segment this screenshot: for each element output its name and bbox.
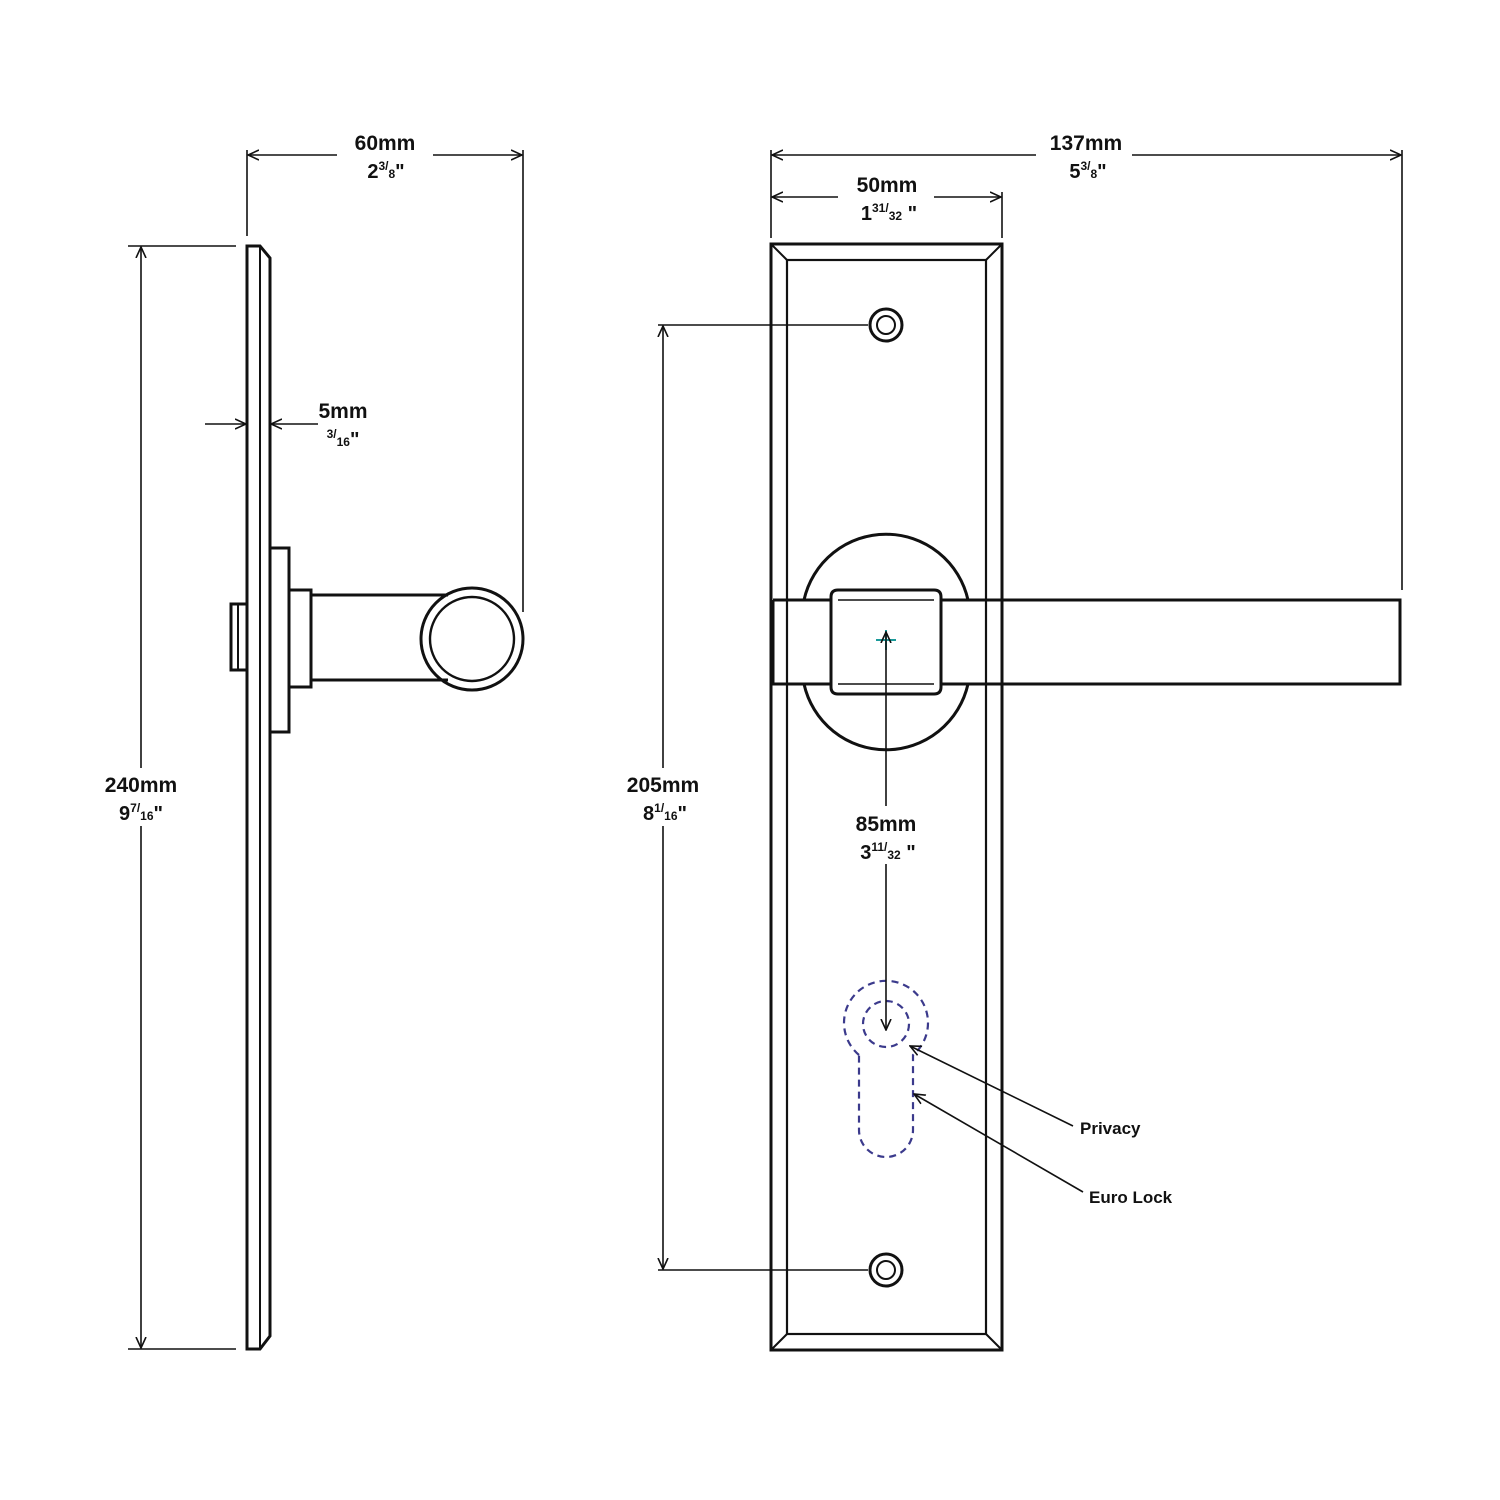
side-backplate xyxy=(245,244,272,1351)
dim-60mm-inch: 23/8" xyxy=(367,159,404,183)
privacy-outline xyxy=(861,999,911,1049)
euro-lock-keyhole xyxy=(842,979,930,1159)
euro-lock-label: Euro Lock xyxy=(1089,1188,1173,1207)
dim-85mm-mm: 85mm xyxy=(856,813,917,836)
dim-137mm-mm: 137mm xyxy=(1050,132,1122,155)
side-view: 60mm 23/8" 5mm 3/16" 240mm 97/16" xyxy=(94,128,525,1351)
dim-240mm-mm: 240mm xyxy=(105,774,177,797)
dim-85mm-inch: 311/32 " xyxy=(860,840,916,864)
dim-240mm-inch: 97/16" xyxy=(119,801,163,825)
dim-205mm-mm: 205mm xyxy=(627,774,699,797)
top-fixing-hole xyxy=(868,307,904,343)
side-lever-end xyxy=(419,586,525,692)
dim-60mm-mm: 60mm xyxy=(355,132,416,155)
dim-5mm-mm: 5mm xyxy=(318,400,367,423)
dim-5mm-inch: 3/16" xyxy=(327,427,360,451)
dim-137mm-inch: 53/8" xyxy=(1069,159,1106,183)
side-boss xyxy=(287,588,313,689)
front-backplate xyxy=(769,242,1004,1352)
front-view: 85mm 311/32 " 137mm 53/8" 50mm 131/32 " … xyxy=(616,128,1403,1352)
dim-50mm-mm: 50mm xyxy=(857,174,918,197)
dim-205mm-inch: 81/16" xyxy=(643,801,687,825)
front-lever-boss xyxy=(829,588,943,696)
side-rose xyxy=(268,546,291,734)
privacy-label: Privacy xyxy=(1080,1119,1141,1138)
privacy-leader xyxy=(910,1046,1074,1127)
dim-50mm-inch: 131/32 " xyxy=(861,201,917,225)
euro-lock-leader xyxy=(914,1094,1084,1193)
front-lever xyxy=(771,598,1402,686)
bottom-fixing-hole xyxy=(868,1252,904,1288)
